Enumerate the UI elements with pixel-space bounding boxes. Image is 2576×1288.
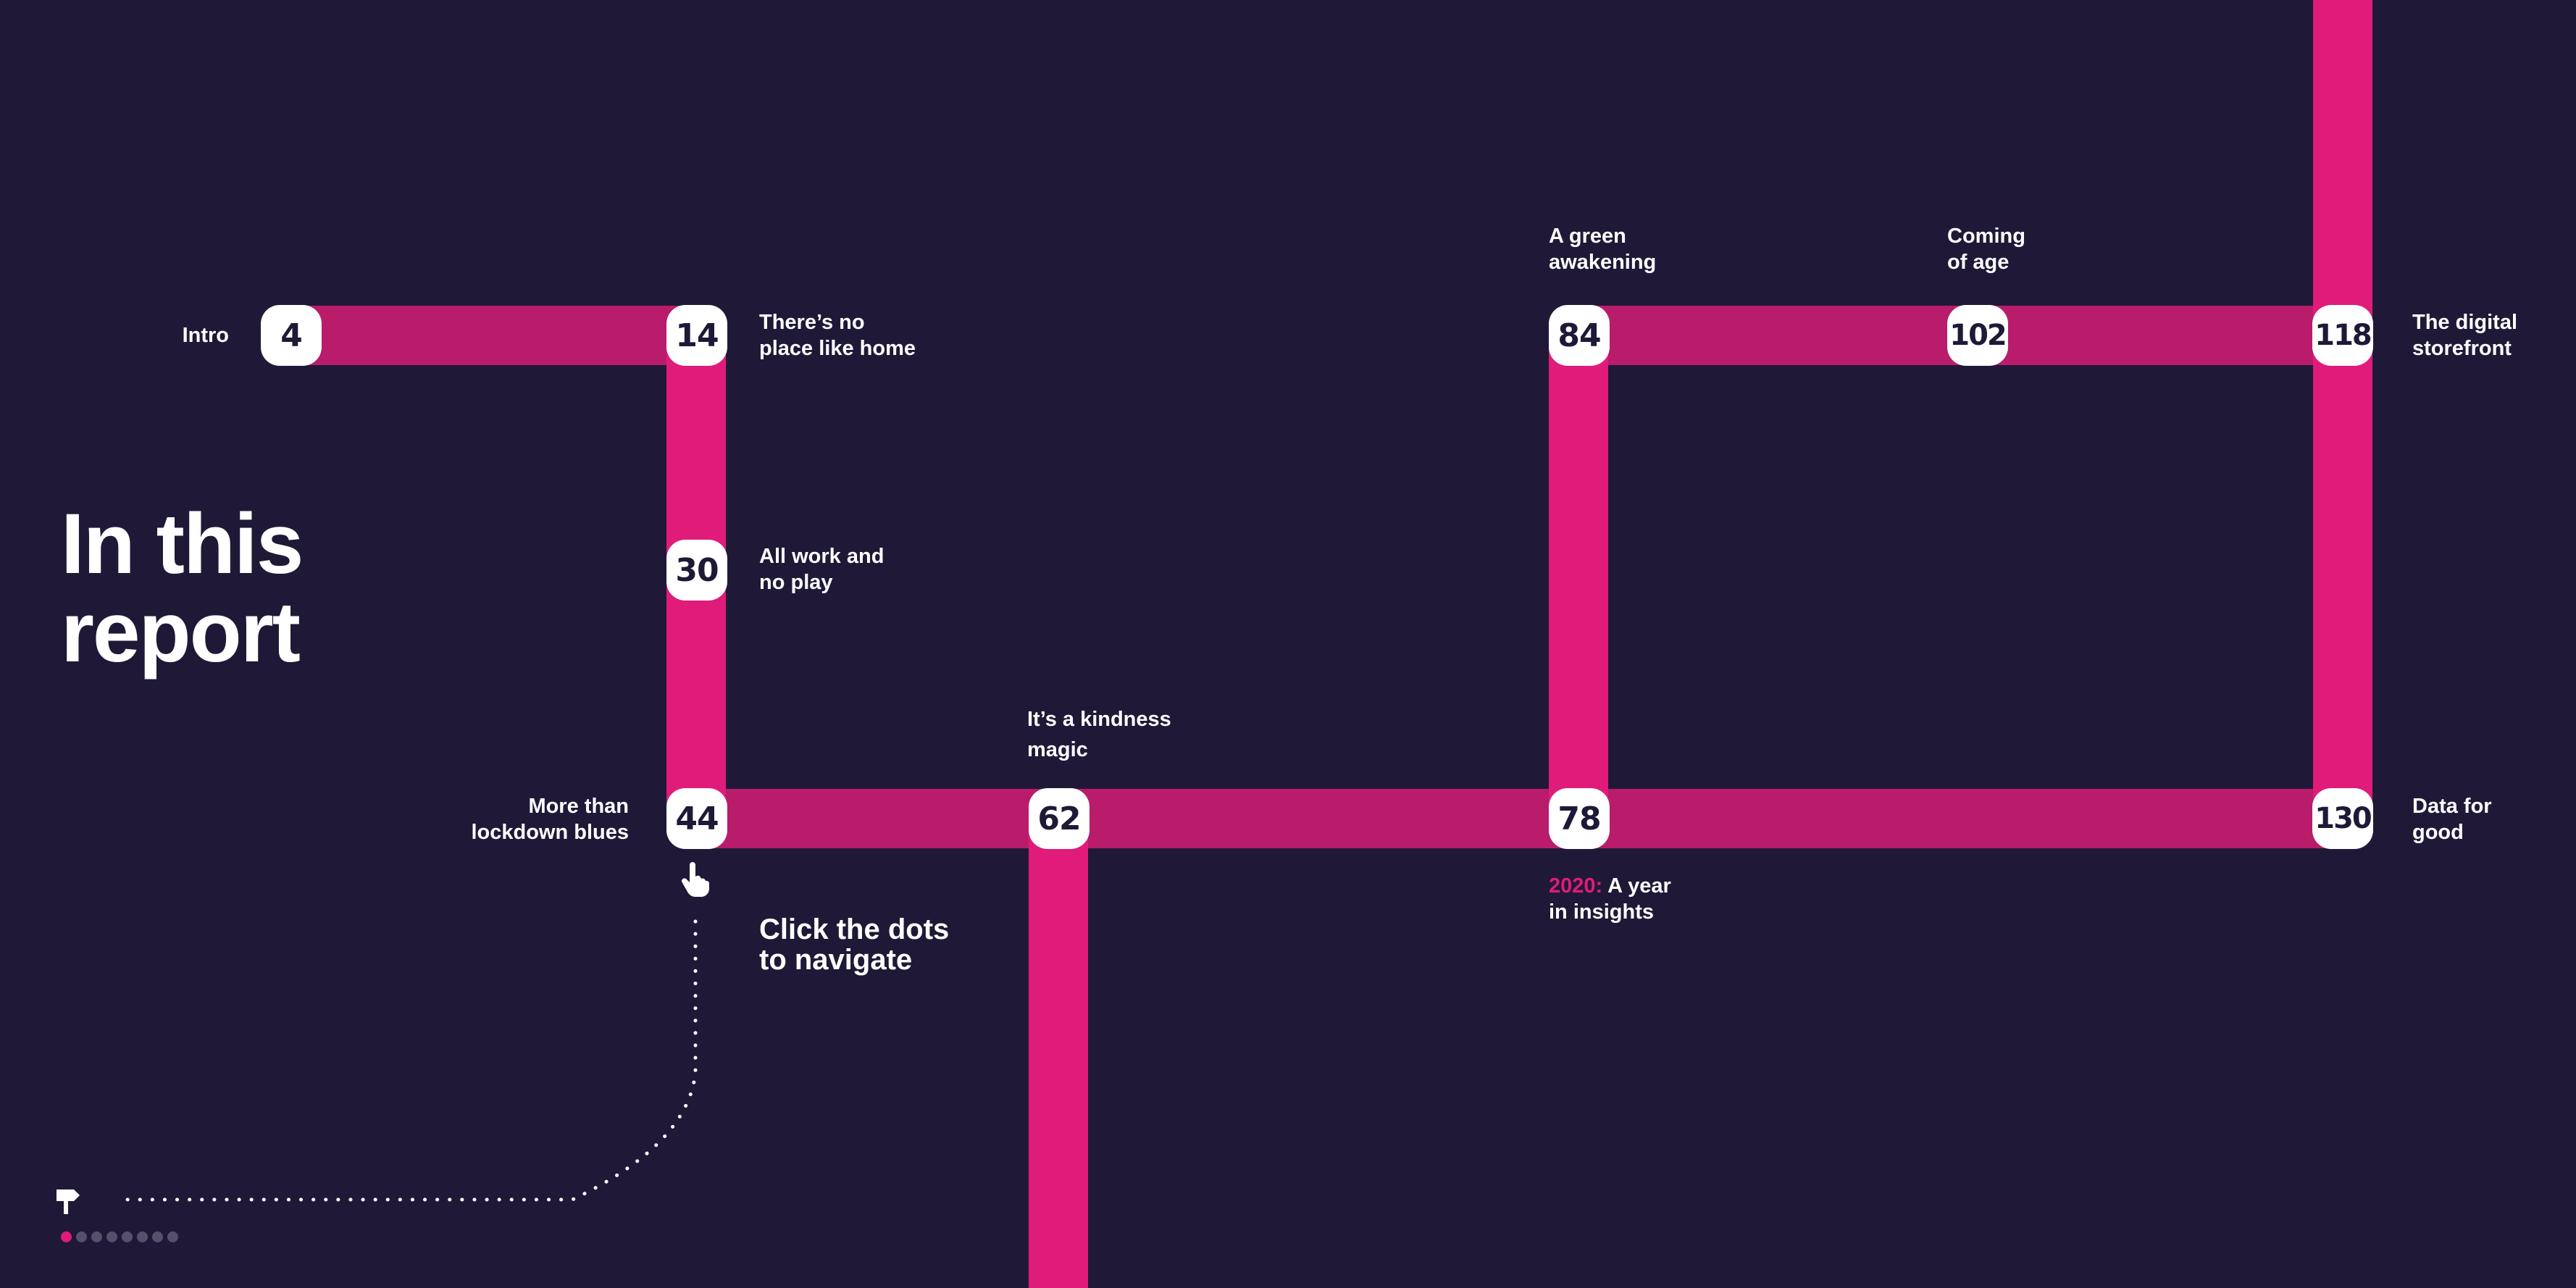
navigation-hint-line-2: to navigate xyxy=(759,944,913,976)
section-label-line-2: magic xyxy=(1027,738,1088,761)
section-dot-digital-storefront[interactable]: 118 xyxy=(2312,305,2373,366)
section-label-lockdown-blues[interactable]: More than lockdown blues xyxy=(471,793,629,845)
section-label-line-2: of age xyxy=(1947,251,2010,274)
page-indicator-dot[interactable] xyxy=(152,1231,163,1242)
section-dot-no-place-like-home[interactable]: 14 xyxy=(666,305,727,366)
navigation-hint: Click the dots to navigate xyxy=(759,914,949,975)
page-indicator-dot[interactable] xyxy=(91,1231,102,1242)
year-highlight: 2020: xyxy=(1549,874,1603,898)
page-indicator-dot[interactable] xyxy=(61,1231,72,1242)
track-118-vertical xyxy=(2313,0,2372,819)
section-label-kindness-magic[interactable]: It’s a kindness magic xyxy=(1027,704,1171,765)
track-44-to-130 xyxy=(697,789,2343,848)
section-dot-green-awakening[interactable]: 84 xyxy=(1549,305,1610,366)
page-title-line-1: In this xyxy=(61,496,304,592)
section-label-line-2: place like home xyxy=(759,337,916,360)
section-label-green-awakening[interactable]: A green awakening xyxy=(1549,223,1656,275)
section-label-line-1: It’s a kindness xyxy=(1027,708,1171,731)
section-label-digital-storefront[interactable]: The digital storefront xyxy=(2412,309,2517,361)
section-label-line-2: in insights xyxy=(1549,900,1654,924)
section-label-line-1: The digital xyxy=(2412,311,2517,334)
page-indicator-dot[interactable] xyxy=(167,1231,178,1242)
section-label-line-2: lockdown blues xyxy=(471,821,629,844)
section-label-data-for-good[interactable]: Data for good xyxy=(2412,793,2492,845)
section-dot-kindness-magic[interactable]: 62 xyxy=(1029,788,1090,849)
section-dot-all-work-no-play[interactable]: 30 xyxy=(666,540,727,601)
page-indicator-dot[interactable] xyxy=(137,1231,148,1242)
section-label-coming-of-age[interactable]: Coming of age xyxy=(1947,223,2025,275)
page-indicator-dot[interactable] xyxy=(76,1231,87,1242)
section-label-no-place-like-home[interactable]: There’s no place like home xyxy=(759,309,916,361)
section-dot-data-for-good[interactable]: 130 xyxy=(2312,788,2373,849)
signpost-icon[interactable] xyxy=(54,1185,83,1217)
section-label-line-2: awakening xyxy=(1549,251,1657,274)
section-dot-coming-of-age[interactable]: 102 xyxy=(1947,305,2008,366)
section-label-line-1: A green xyxy=(1549,225,1626,248)
page-title-line-2: report xyxy=(61,585,301,680)
navigation-hint-line-1: Click the dots xyxy=(759,913,950,945)
section-dot-intro[interactable]: 4 xyxy=(261,305,322,366)
section-label-line-2: good xyxy=(2412,821,2464,844)
section-label-line-1: More than xyxy=(528,795,629,818)
section-label-intro-line-1: Intro xyxy=(182,324,229,347)
section-label-year-in-insights[interactable]: 2020: A year in insights xyxy=(1549,873,1671,925)
section-label-intro[interactable]: Intro xyxy=(183,322,229,348)
track-62-down xyxy=(1029,819,1088,1288)
section-label-line-1: There’s no xyxy=(759,311,865,334)
section-dot-lockdown-blues[interactable]: 44 xyxy=(666,788,727,849)
page-title: In this report xyxy=(61,496,304,680)
section-label-line-1: Data for xyxy=(2412,795,2492,818)
section-label-all-work-no-play[interactable]: All work and no play xyxy=(759,543,884,595)
section-dot-year-in-insights[interactable]: 78 xyxy=(1549,788,1610,849)
track-intro-to-14 xyxy=(291,306,697,365)
section-label-line-2: storefront xyxy=(2412,337,2512,360)
section-label-line-1-text: A year xyxy=(1602,874,1671,898)
section-label-line-1: All work and xyxy=(759,545,885,568)
section-label-line-2: no play xyxy=(759,571,833,594)
section-label-line-1: Coming xyxy=(1947,225,2025,248)
pointing-hand-icon xyxy=(681,862,709,897)
page-indicator xyxy=(61,1231,178,1242)
page-indicator-dot[interactable] xyxy=(122,1231,133,1242)
section-label-line-1: 2020: A year xyxy=(1549,873,1671,899)
page-indicator-dot[interactable] xyxy=(106,1231,117,1242)
track-84-to-78 xyxy=(1549,335,1608,819)
